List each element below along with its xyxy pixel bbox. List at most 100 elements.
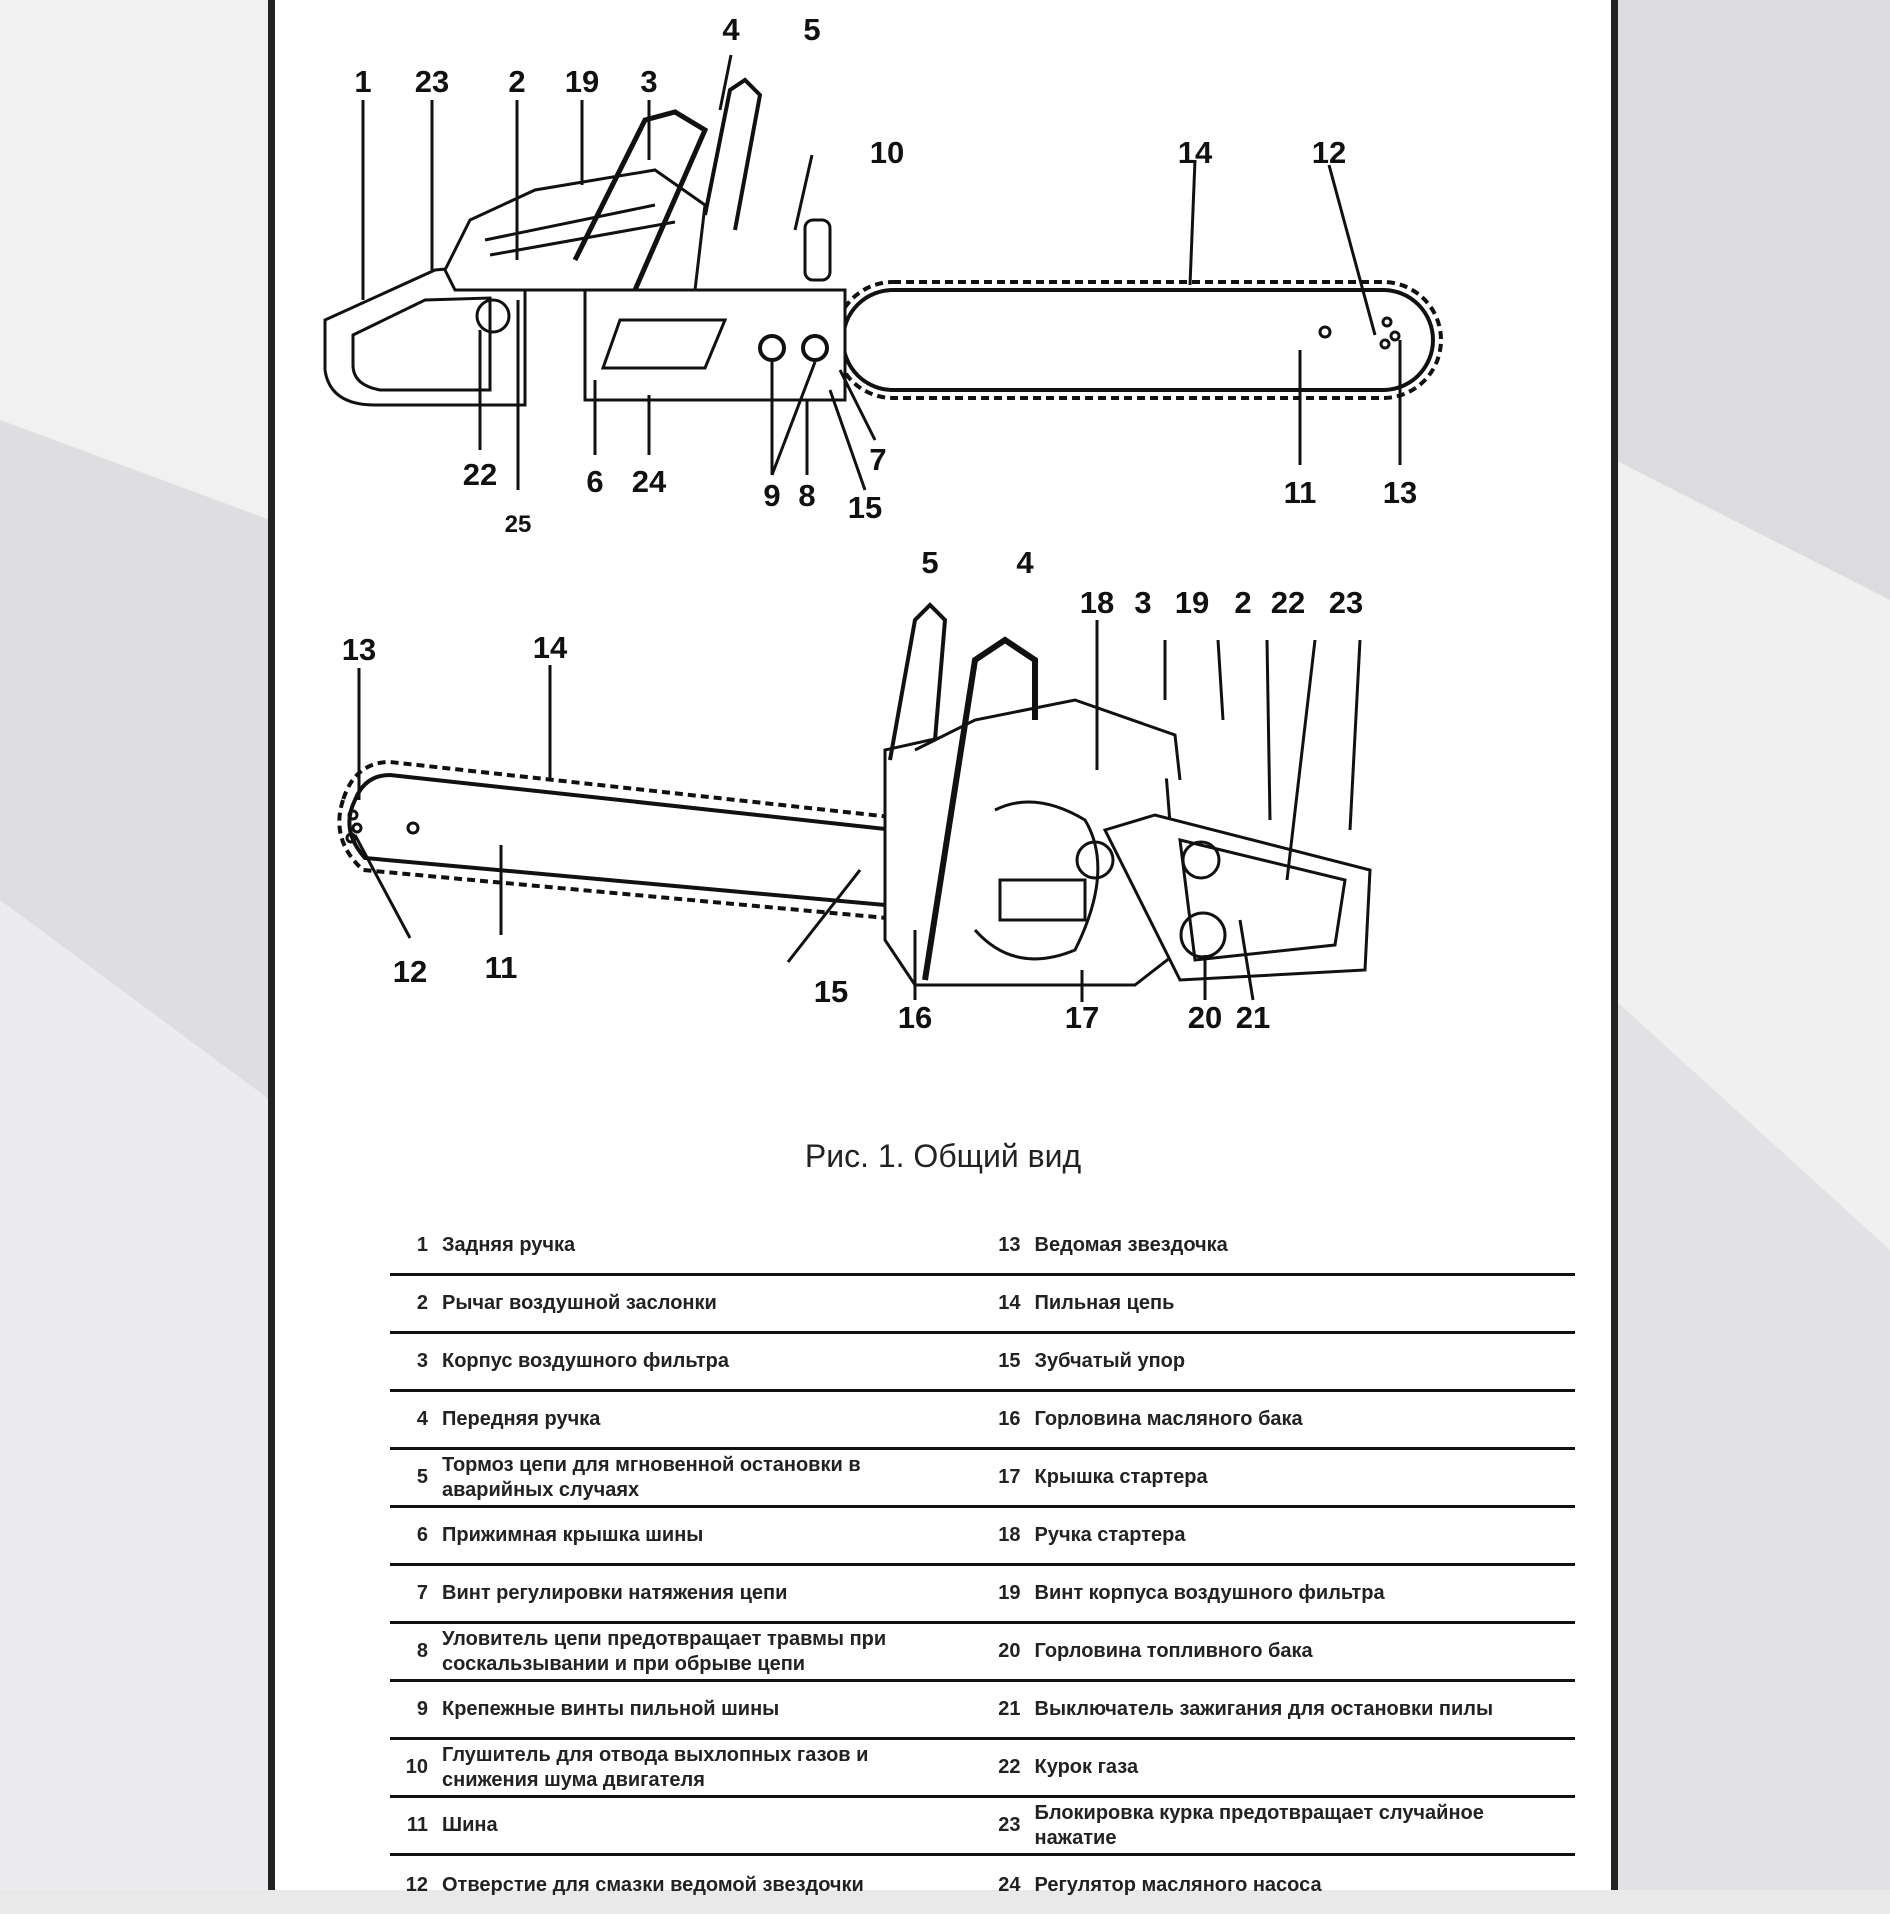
part-number: 16	[998, 1408, 1021, 1430]
part-number: 15	[998, 1350, 1021, 1372]
chainsaw-bottom-drawing	[337, 602, 1372, 987]
callout-label: 19	[1175, 585, 1209, 620]
manual-page: 1 23 2 19 3 4 5 10 14 12 22 25 6 24 9 8 …	[268, 0, 1618, 1896]
callout-label: 23	[415, 64, 449, 99]
callout-lines-top	[361, 54, 1402, 491]
chainsaw-figure: 1 23 2 19 3 4 5 10 14 12 22 25 6 24 9 8 …	[323, 12, 1443, 1035]
part-number: 12	[405, 1873, 428, 1896]
part-name: Блокировка курка предотвращает случайное…	[1034, 1801, 1484, 1849]
callout-label: 21	[1236, 1000, 1270, 1035]
callout-label: 13	[1383, 475, 1417, 510]
callout-label: 13	[342, 632, 376, 667]
part-name: Отверстие для смазки ведомой звездочки	[442, 1873, 864, 1896]
callout-label: 20	[1188, 1000, 1222, 1035]
part-number: 24	[998, 1873, 1021, 1896]
legend-cell: 19 Винт корпуса воздушного фильтра	[983, 1566, 1576, 1621]
callout-label: 10	[870, 135, 904, 170]
figure-caption: Рис. 1. Общий вид	[804, 1138, 1082, 1174]
legend-cell: 10 Глушитель для отвода выхлопных газов и…	[390, 1740, 983, 1795]
part-name: Задняя ручка	[442, 1234, 576, 1256]
part-number: 2	[416, 1292, 428, 1314]
callout-label: 18	[1080, 585, 1114, 620]
part-number: 19	[998, 1582, 1021, 1604]
part-name: Винт регулировки натяжения цепи	[442, 1582, 788, 1604]
legend-cell: 6 Прижимная крышка шины	[390, 1508, 983, 1563]
part-name: Регулятор масляного насоса	[1034, 1873, 1322, 1896]
part-name: Зубчатый упор	[1034, 1350, 1186, 1372]
part-number: 5	[416, 1466, 428, 1488]
part-name: Глушитель для отвода выхлопных газов и с…	[442, 1743, 869, 1791]
part-number: 6	[416, 1524, 428, 1546]
part-name: Выключатель зажигания для остановки пилы	[1034, 1698, 1494, 1720]
part-name: Уловитель цепи предотвращает травмы при …	[442, 1627, 887, 1675]
part-name: Корпус воздушного фильтра	[442, 1350, 729, 1372]
legend-cell: 13 Ведомая звездочка	[983, 1218, 1576, 1273]
callout-label: 22	[463, 457, 497, 492]
callout-label: 24	[632, 464, 667, 499]
legend-cell: 5 Тормоз цепи для мгновенной остановки в …	[390, 1450, 983, 1505]
callout-label: 14	[533, 630, 568, 665]
part-name: Горловина топливного бака	[1034, 1640, 1313, 1662]
callout-label: 15	[848, 490, 882, 525]
legend-cell: 21 Выключатель зажигания для остановки пи…	[983, 1682, 1576, 1737]
legend-cell: 8 Уловитель цепи предотвращает травмы при…	[390, 1624, 983, 1679]
callout-label: 11	[1284, 475, 1317, 510]
legend-cell: 11 Шина	[390, 1798, 983, 1853]
part-name: Винт корпуса воздушного фильтра	[1034, 1582, 1385, 1604]
part-number: 4	[416, 1408, 428, 1430]
part-name: Пильная цепь	[1034, 1292, 1175, 1314]
part-number: 20	[998, 1640, 1021, 1662]
part-number: 21	[998, 1698, 1021, 1720]
callout-label: 2	[508, 64, 525, 99]
callout-label: 2	[1234, 585, 1251, 620]
legend-row: 5 Тормоз цепи для мгновенной остановки в …	[390, 1450, 1575, 1508]
callout-label: 15	[814, 974, 848, 1009]
part-number: 10	[405, 1756, 428, 1778]
callout-lines-bottom	[353, 620, 1362, 1002]
part-name: Крепежные винты пильной шины	[442, 1698, 780, 1720]
callout-label: 16	[898, 1000, 932, 1035]
part-name: Крышка стартера	[1034, 1466, 1208, 1488]
part-number: 17	[998, 1466, 1021, 1488]
callout-label: 17	[1065, 1000, 1099, 1035]
callout-label: 4	[722, 12, 740, 47]
callout-label: 23	[1329, 585, 1363, 620]
legend-row: 10 Глушитель для отвода выхлопных газов и…	[390, 1740, 1575, 1798]
callout-label: 25	[505, 511, 532, 538]
part-name: Ведомая звездочка	[1034, 1234, 1228, 1256]
legend-row: 12 Отверстие для смазки ведомой звездочки…	[390, 1856, 1575, 1914]
callout-numbers-top: 1 23 2 19 3 4 5 10 14 12 22 25 6 24 9 8 …	[354, 12, 1417, 538]
callout-label: 5	[803, 12, 820, 47]
part-name: Тормоз цепи для мгновенной остановки в а…	[442, 1453, 861, 1501]
part-number: 8	[416, 1640, 428, 1662]
part-name: Горловина масляного бака	[1034, 1408, 1303, 1430]
part-name: Прижимная крышка шины	[442, 1524, 704, 1546]
callout-label: 11	[485, 950, 518, 985]
callout-numbers-bottom: 5 4 18 3 19 2 22 23 13 14 12 11 15 16 17…	[342, 545, 1363, 1035]
part-number: 11	[406, 1814, 428, 1836]
part-name: Шина	[442, 1814, 498, 1836]
callout-label: 3	[640, 64, 657, 99]
legend-cell: 24 Регулятор масляного насоса	[983, 1856, 1576, 1914]
callout-label: 12	[1312, 135, 1346, 170]
part-number: 13	[998, 1234, 1021, 1256]
part-number: 22	[998, 1756, 1021, 1778]
callout-label: 22	[1271, 585, 1305, 620]
